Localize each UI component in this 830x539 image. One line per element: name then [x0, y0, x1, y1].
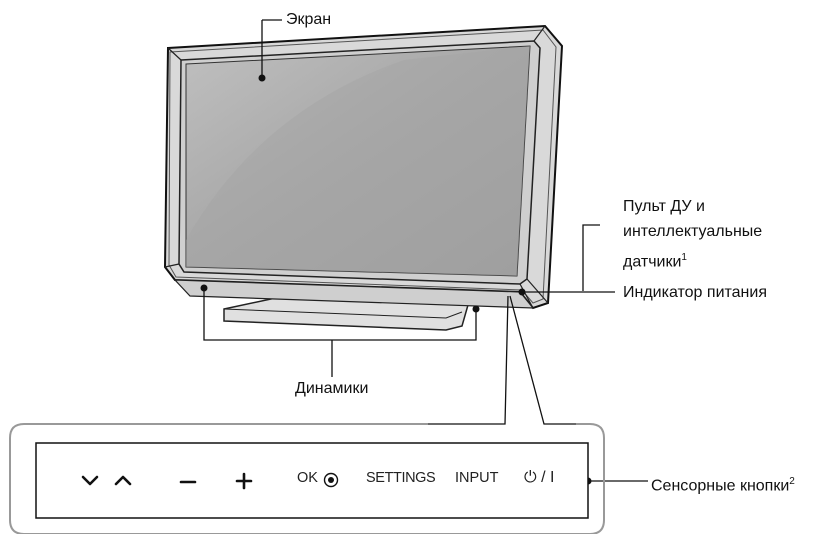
ok-button[interactable]: OK — [297, 470, 318, 486]
zoom-line-right — [509, 295, 576, 425]
chevron-down-icon[interactable] — [81, 475, 99, 486]
circle-dot-icon[interactable] — [323, 472, 339, 488]
chevron-up-icon[interactable] — [114, 475, 132, 486]
input-button[interactable]: INPUT — [455, 470, 499, 486]
plus-icon[interactable] — [235, 472, 253, 490]
sensor-callout-line — [582, 224, 600, 291]
speakers-callout-line — [203, 288, 477, 341]
screen-label: Экран — [286, 11, 332, 28]
tv-body — [163, 24, 564, 310]
power-indicator-label: Индикатор питания — [623, 284, 767, 301]
power-button[interactable]: ⏻ / I — [524, 469, 555, 486]
remote-sensor-label-line3: датчики1 — [623, 252, 687, 271]
tv-screen — [185, 45, 531, 277]
zoom-line-left — [428, 295, 509, 425]
settings-button[interactable]: SETTINGS — [366, 470, 436, 486]
remote-sensor-label-line2: интеллектуальные — [623, 223, 763, 240]
speakers-label: Динамики — [295, 380, 369, 397]
remote-sensor-label-line1: Пульт ДУ и — [623, 198, 705, 215]
touch-buttons-label: Сенсорные кнопки2 — [651, 476, 795, 495]
